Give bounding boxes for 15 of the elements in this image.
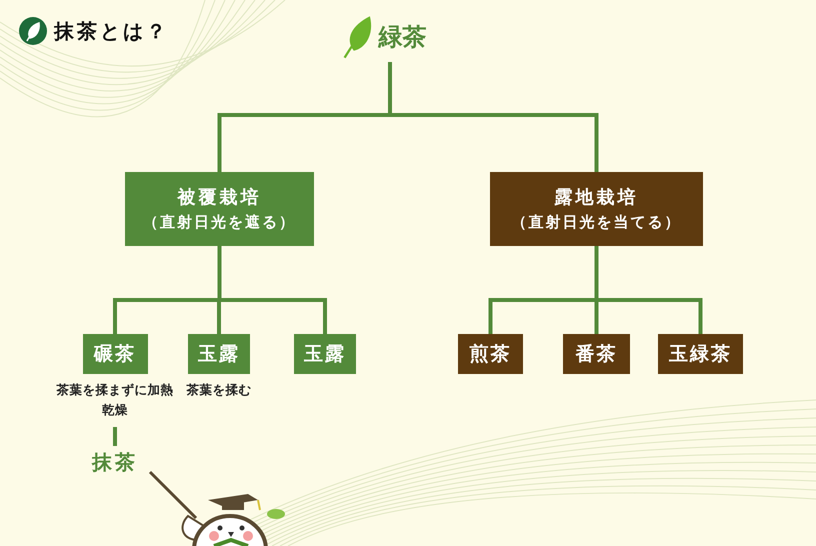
page-title: 抹茶とは？ — [54, 18, 169, 45]
category-box: 被覆栽培 （直射日光を遮る） — [125, 172, 314, 246]
category-box: 番茶 — [563, 334, 630, 374]
connector-line — [113, 427, 117, 446]
category-box: 玉露 — [188, 334, 250, 374]
category-box: 玉露 — [294, 334, 356, 374]
node-label: 緑茶 — [378, 22, 426, 53]
category-box: 露地栽培 （直射日光を当てる） — [490, 172, 703, 246]
category-box: 煎茶 — [458, 334, 523, 374]
category-box: 玉緑茶 — [658, 334, 743, 374]
category-box: 碾茶 — [82, 334, 148, 374]
connector-line — [388, 62, 598, 172]
note-text: 茶葉を揉む — [186, 381, 252, 399]
note-text: 茶葉を揉まずに加熱乾燥 — [56, 381, 174, 419]
node-label: 抹茶 — [92, 449, 138, 476]
